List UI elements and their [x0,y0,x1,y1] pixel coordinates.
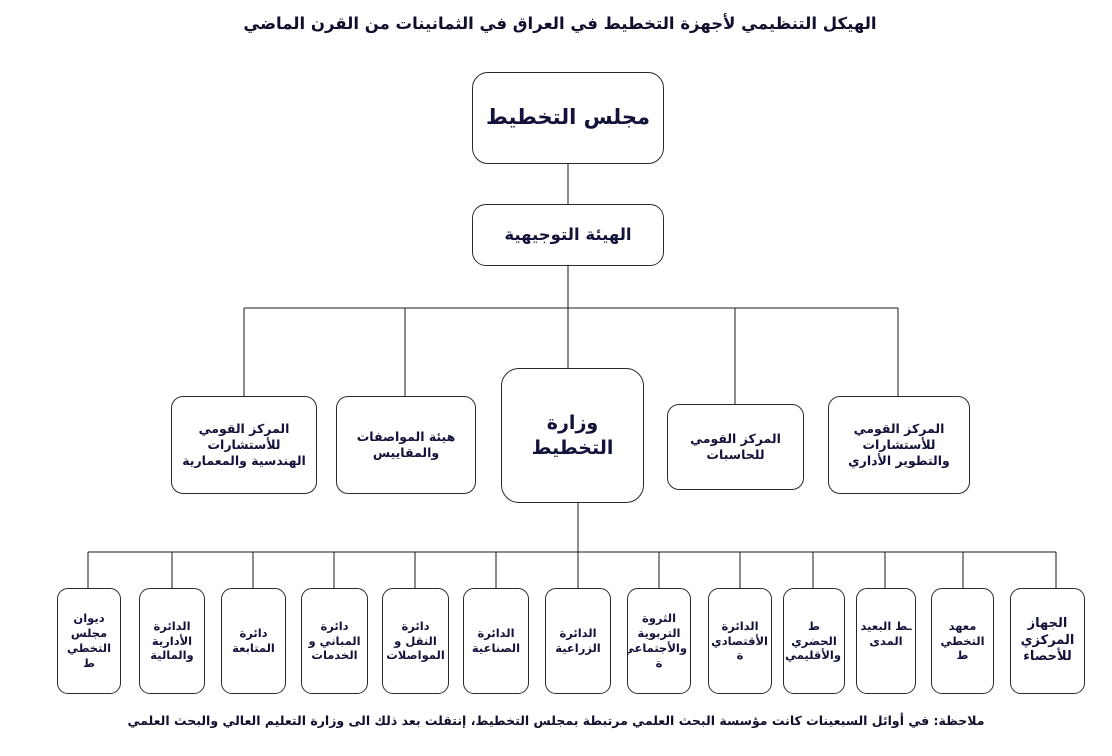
node-label: المركز القومي للحاسبات [690,430,781,462]
node-administrative-financial-dept[interactable]: الدائرة الأدارية والمالية [139,588,205,694]
node-label: معهد التخطي ط [940,618,985,663]
node-label: الثروة التربوية والأجتماعي ة [627,611,687,670]
node-label: هيئة المواصفات والمقاييس [356,428,456,460]
node-transport-communications-dept[interactable]: دائرة النقل و المواصلات [382,588,449,694]
node-planning-institute[interactable]: معهد التخطي ط [931,588,994,694]
node-label: المركز القومي للأستشارات الهندسية والمعم… [182,420,306,469]
node-buildings-services-dept[interactable]: دائرة المباني و الخدمات [301,588,368,694]
node-steering-body[interactable]: الهيئة التوجيهية [472,204,664,266]
node-label: دائرة المباني و الخدمات [308,618,361,663]
node-educational-social-wealth-dept[interactable]: الثروة التربوية والأجتماعي ة [627,588,691,694]
node-central-statistical-organization[interactable]: الجهاز المركزي للأحصاء [1010,588,1085,694]
node-national-center-engineering-consultancy[interactable]: المركز القومي للأستشارات الهندسية والمعم… [171,396,317,494]
node-label: الدائرة الصناعية [471,626,521,655]
node-long-range-planning-dept[interactable]: ـط البعيد المدى [856,588,916,694]
footnote-note: ملاحظة: في أوائل السبعينات كانت مؤسسة ال… [127,713,985,728]
node-planning-council[interactable]: مجلس التخطيط [472,72,664,164]
node-urban-regional-planning-dept[interactable]: ط الحضري والأقليمي [783,588,845,694]
node-label: الدائرة الأقتصادي ة [711,618,768,663]
node-planning-council-diwan[interactable]: ديوان مجلس التخطي ط [57,588,121,694]
node-label: مجلس التخطيط [485,105,650,130]
node-industrial-dept[interactable]: الدائرة الصناعية [463,588,529,694]
node-economic-dept[interactable]: الدائرة الأقتصادي ة [708,588,772,694]
node-label: ط الحضري والأقليمي [785,618,841,663]
node-label: ـط البعيد المدى [860,619,912,648]
node-label: دائرة النقل و المواصلات [386,618,445,663]
node-label: وزارة التخطيط [531,411,614,459]
node-label: ديوان مجلس التخطي ط [66,611,112,670]
node-standards-and-metrology[interactable]: هيئة المواصفات والمقاييس [336,396,476,494]
node-label: المركز القومي للأستشارات والتطوير الأدار… [848,420,950,469]
node-label: الجهاز المركزي للأحصاء [1020,615,1075,665]
node-follow-up-dept[interactable]: دائرة المتابعة [221,588,286,694]
node-label: دائرة المتابعة [232,626,275,655]
node-national-computer-center[interactable]: المركز القومي للحاسبات [667,404,804,490]
node-agricultural-dept[interactable]: الدائرة الزراعية [545,588,611,694]
node-ministry-of-planning[interactable]: وزارة التخطيط [501,368,644,503]
node-label: الدائرة الزراعية [555,626,601,655]
node-label: الدائرة الأدارية والمالية [150,618,194,663]
page-title: الهيكل التنظيمي لأجهزة التخطيط في العراق… [243,14,877,33]
node-label: الهيئة التوجيهية [504,225,632,245]
node-national-center-admin-consultancy[interactable]: المركز القومي للأستشارات والتطوير الأدار… [828,396,970,494]
